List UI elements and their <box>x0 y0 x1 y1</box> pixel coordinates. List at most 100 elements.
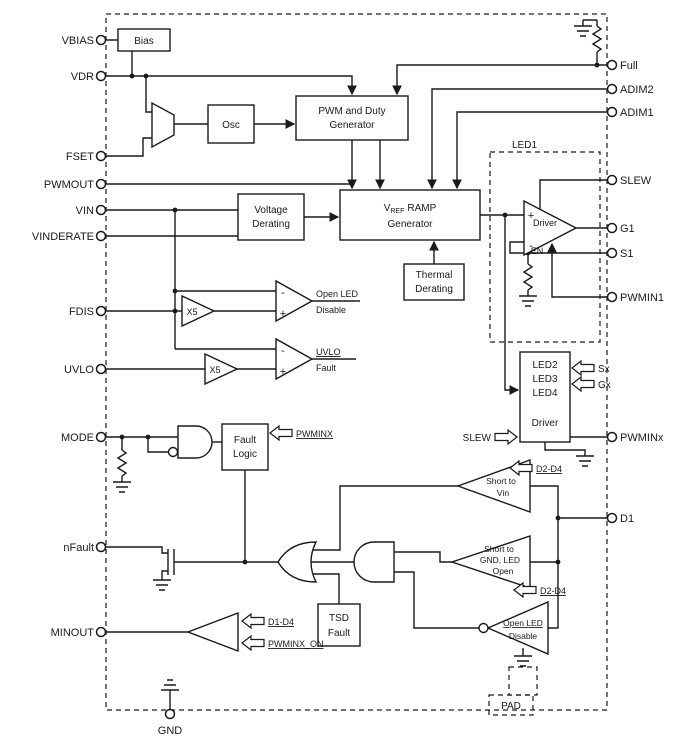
pin-label-minout: MINOUT <box>51 627 95 639</box>
led3-label: LED3 <box>532 374 557 385</box>
pin-label-full: Full <box>620 60 638 72</box>
sx-label: Sx <box>598 364 610 375</box>
open-led-disable-label: Disable <box>509 631 538 641</box>
pin-minout <box>95 626 107 638</box>
osc-block: Osc <box>207 104 255 144</box>
pin-label-g1: G1 <box>620 223 635 235</box>
fault-or-gate <box>277 541 318 583</box>
pin-d1 <box>606 512 618 524</box>
pin-label-vinderate: VINDERATE <box>32 231 94 243</box>
led234-driver-label: Driver <box>532 418 559 429</box>
slew-arrow-icon <box>494 428 518 446</box>
plus-sign: + <box>528 210 534 222</box>
pin-pwmin1 <box>606 291 618 303</box>
s1-resistor <box>522 263 534 291</box>
short-gnd-label-3: Open <box>493 566 514 576</box>
ground-icon <box>519 295 537 307</box>
pin-label-slew: SLEW <box>620 175 652 187</box>
pin-g1 <box>606 222 618 234</box>
led1-dashed-box <box>489 151 601 343</box>
bias-block-label: Bias <box>134 36 153 47</box>
open-led-comparator: - + Open LED Disable <box>275 279 359 323</box>
ground-icon <box>161 679 179 691</box>
sx-arrow-icon <box>571 359 595 377</box>
ground-icon <box>514 648 532 667</box>
short-gnd-label-1: Short to <box>484 544 514 554</box>
pin-label-adim1: ADIM1 <box>620 107 654 119</box>
left-pins: VBIAS VDR FSET PWMOUT VIN VINDERATE FDIS… <box>32 34 107 639</box>
pin-slew <box>606 174 618 186</box>
pin-vinderate <box>95 230 107 242</box>
pin-label-vin: VIN <box>76 205 94 217</box>
fset-mux <box>151 101 175 149</box>
pwminx-label: PWMINX <box>296 429 333 439</box>
d2d4-label: D2-D4 <box>536 464 562 474</box>
pin-label-uvlo: UVLO <box>64 364 94 376</box>
minout-buffer <box>186 611 239 653</box>
pin-label-s1: S1 <box>620 248 633 260</box>
pin-pwminx <box>606 431 618 443</box>
x5-label: X5 <box>209 365 220 375</box>
open-led-disable-signal: Disable <box>316 305 346 315</box>
pwminx-on-label: PWMINX_ON <box>268 639 324 649</box>
driver-label: Driver <box>533 218 557 228</box>
pin-full <box>606 59 618 71</box>
thermal-derating-label-1: Thermal <box>416 270 453 281</box>
led4-label: LED4 <box>532 388 557 399</box>
short-to-gnd-detector: Short to GND, LED Open <box>449 535 531 589</box>
junction-dots <box>119 62 600 565</box>
en-label: EN <box>531 246 544 256</box>
short-vin-label-2: Vin <box>497 488 509 498</box>
voltage-derating-label-2: Derating <box>252 219 290 230</box>
pin-label-nfault: nFault <box>63 542 94 554</box>
ic-boundary <box>105 13 608 711</box>
pin-mode <box>95 431 107 443</box>
pin-label-d1: D1 <box>620 513 634 525</box>
x5-amp-uvlo: X5 <box>204 352 239 386</box>
uvlo-fault-signal: Fault <box>316 363 337 373</box>
open-led-disable-buffer: Open LED Disable <box>478 600 549 656</box>
fault-logic-label-2: Logic <box>233 449 257 460</box>
bus-connectors <box>241 359 595 652</box>
mode-and-gate <box>177 425 213 459</box>
pin-label-gnd: GND <box>158 725 183 737</box>
plus-sign: + <box>280 366 286 378</box>
right-pins: Full ADIM2 ADIM1 SLEW G1 S1 PWMIN1 PWMIN… <box>606 59 664 525</box>
pwminx-on-arrow-icon <box>241 634 265 652</box>
pin-vbias <box>95 34 107 46</box>
uvlo-comparator: - + UVLO Fault <box>275 337 341 381</box>
pin-label-vbias: VBIAS <box>62 35 94 47</box>
d2d4-arrow-icon <box>513 581 537 599</box>
led2-label: LED2 <box>532 360 557 371</box>
thermal-derating-block: Thermal Derating <box>403 263 465 301</box>
pin-label-pwmin1: PWMIN1 <box>620 292 664 304</box>
slew-inner-label: SLEW <box>463 433 492 444</box>
plus-sign: + <box>280 308 286 320</box>
voltage-derating-label-1: Voltage <box>254 205 288 216</box>
gx-arrow-icon <box>571 375 595 393</box>
pwminx-arrow-icon <box>269 424 293 442</box>
pwm-duty-label-1: PWM and Duty <box>318 106 385 117</box>
pin-vin <box>95 204 107 216</box>
d1d4-label: D1-D4 <box>268 617 294 627</box>
voltage-derating-block: Voltage Derating <box>237 193 305 241</box>
open-led-label: Open LED <box>503 618 543 628</box>
fault-logic-block: Fault Logic <box>221 423 269 471</box>
fault-and-gate <box>353 541 395 583</box>
pin-label-vdr: VDR <box>71 71 94 83</box>
short-to-vin-detector: Short to Vin <box>455 459 531 513</box>
d2d4-arrow-icon <box>509 459 533 477</box>
pin-label-adim2: ADIM2 <box>620 84 654 96</box>
pwm-duty-generator-block: PWM and Duty Generator <box>295 95 409 141</box>
led1-label: LED1 <box>512 140 537 151</box>
short-gnd-label-2: GND, LED <box>480 555 520 565</box>
thermal-derating-label-2: Derating <box>415 284 453 295</box>
vref-ramp-label-2: Generator <box>387 219 433 230</box>
short-vin-label-1: Short to <box>486 476 516 486</box>
pin-label-fset: FSET <box>66 151 94 163</box>
open-led-signal: Open LED <box>316 289 359 299</box>
bias-block: Bias <box>117 28 171 52</box>
